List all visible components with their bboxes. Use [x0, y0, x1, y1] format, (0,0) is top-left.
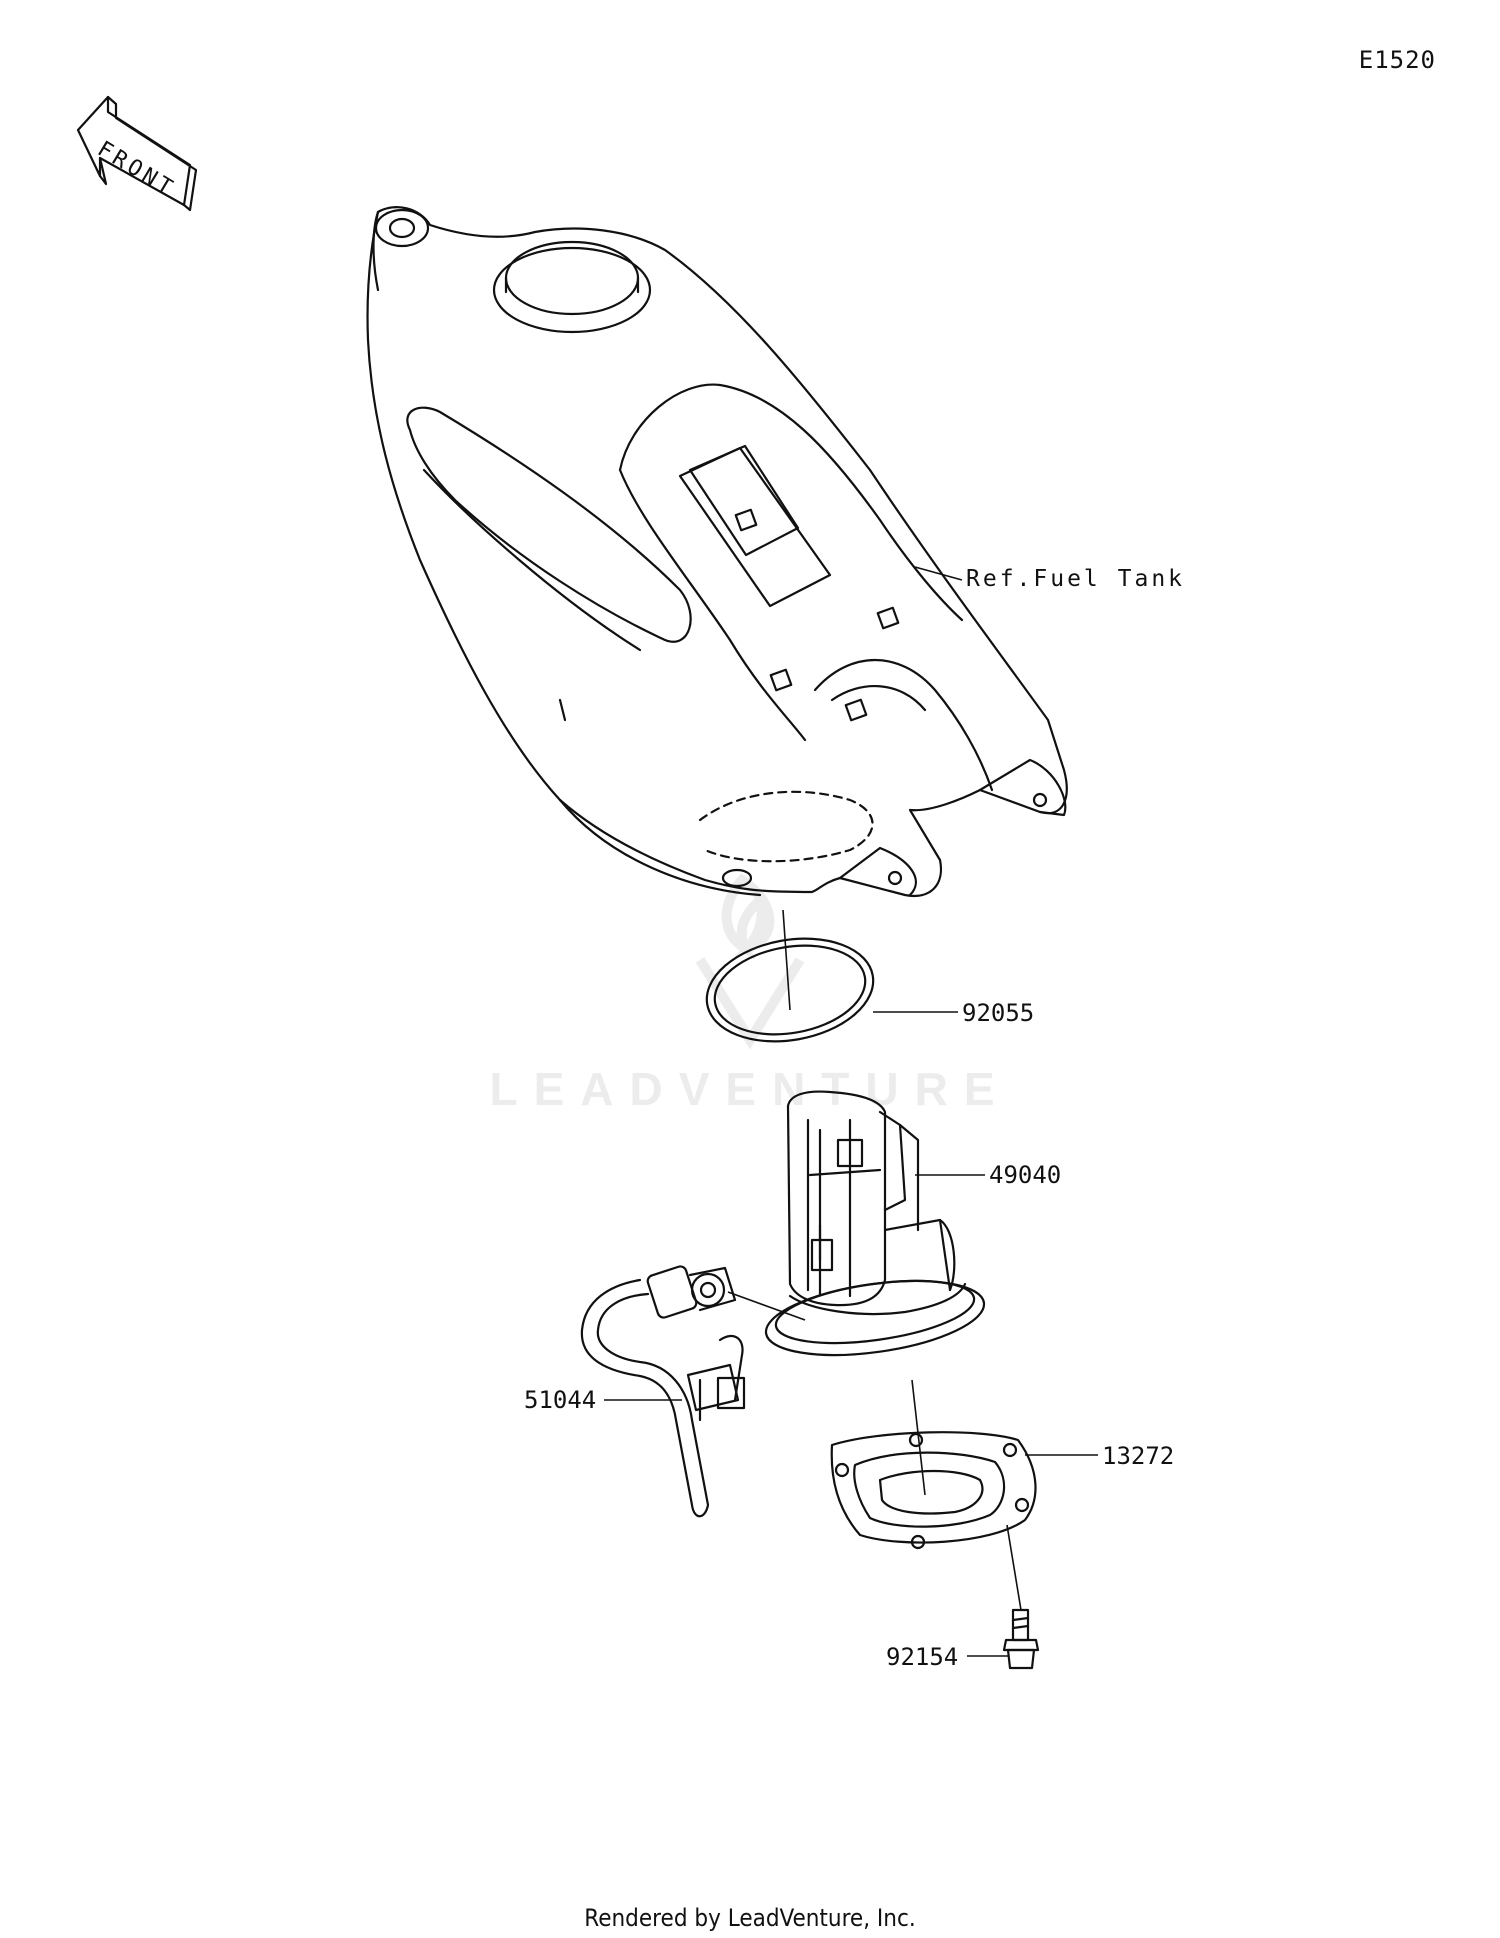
label-13272[interactable]: 13272	[1102, 1442, 1174, 1470]
watermark-text: LEADVENTURE	[489, 1063, 1011, 1115]
fuel-tank-drawing	[366, 206, 1068, 898]
gasket-ring-drawing	[705, 937, 875, 1043]
hose-assembly-drawing	[580, 1265, 746, 1518]
label-92154[interactable]: 92154	[886, 1643, 958, 1671]
bolt-drawing	[1002, 1608, 1040, 1670]
footer-credit: Rendered by LeadVenture, Inc.	[584, 1904, 916, 1932]
label-49040[interactable]: 49040	[989, 1161, 1061, 1189]
label-ref-fuel-tank[interactable]: Ref.Fuel Tank	[966, 566, 1185, 592]
front-label: FRONT	[93, 137, 180, 203]
retainer-plate-drawing	[830, 1431, 1037, 1550]
label-51044[interactable]: 51044	[524, 1386, 596, 1414]
leader-lines	[604, 566, 1098, 1657]
fuel-pump-drawing	[764, 1090, 986, 1357]
diagram-code: E1520	[1358, 46, 1436, 74]
label-92055[interactable]: 92055	[962, 999, 1034, 1027]
watermark-emblem	[695, 873, 805, 1050]
front-arrow-icon: FRONT	[76, 95, 198, 212]
